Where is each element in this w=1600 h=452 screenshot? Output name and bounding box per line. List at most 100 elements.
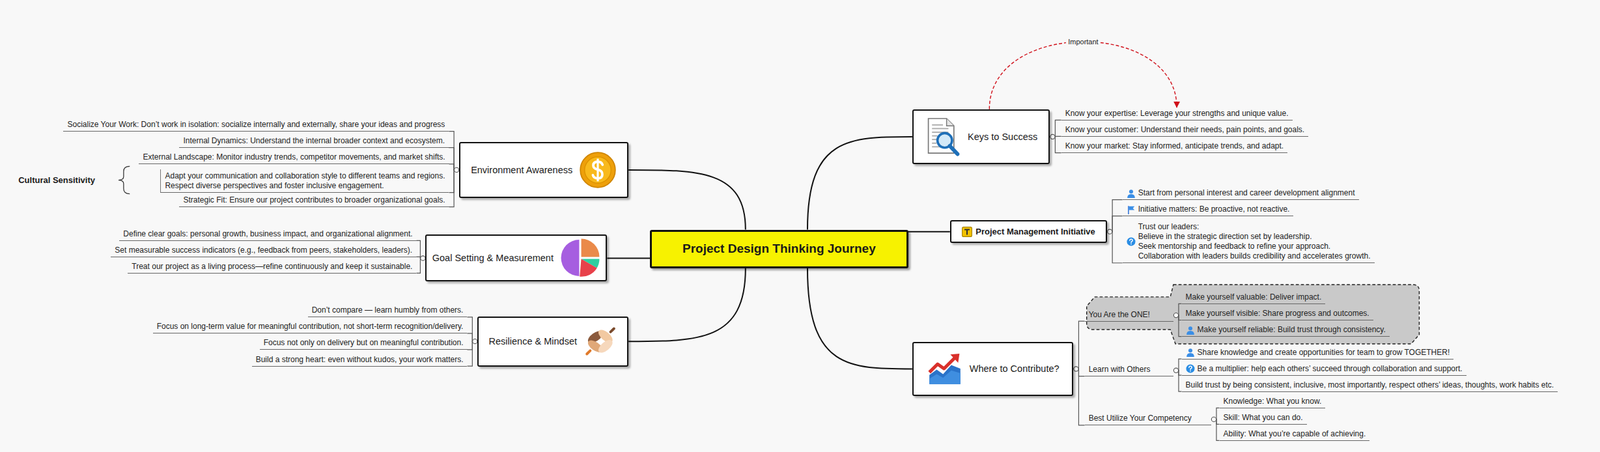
topic-text: Best Utilize Your Competency: [1088, 413, 1192, 424]
branch-line: [1107, 231, 1123, 264]
branch-line: [449, 169, 460, 208]
topic-icon: [578, 151, 617, 189]
subtopic: Focus not only on delivery but on meanin…: [259, 337, 468, 350]
subtopic: Initiative matters: Be proactive, not re…: [1122, 203, 1294, 217]
branch-line: [628, 268, 746, 342]
collapse-dot: [1173, 312, 1179, 318]
branch-line: [416, 240, 426, 258]
summary-label: Cultural Sensitivity: [18, 175, 96, 185]
group-boundary: [1086, 284, 1420, 344]
main-topic: Resilience & Mindset: [477, 316, 629, 367]
subtopic: Build a strong heart: even without kudos…: [252, 354, 468, 367]
collapse-dot: [1050, 134, 1055, 139]
subtopic: Knowledge: What you know.: [1219, 395, 1326, 409]
main-topic: Keys to Success: [912, 109, 1051, 165]
subtopic: Adapt your communication and collaborati…: [160, 169, 449, 193]
collapse-dot: [1107, 229, 1113, 234]
topic-text: Know your market: Stay informed, anticip…: [1065, 141, 1285, 152]
branch-line: [1107, 199, 1123, 232]
topic-text: Be a multiplier: help each others’ succe…: [1197, 364, 1463, 374]
topic-text: Resilience & Mindset: [489, 336, 577, 347]
branch-line: [1211, 419, 1220, 441]
relationship-arrow: [989, 41, 1177, 110]
topic-text: Set measurable success indicators (e.g.,…: [114, 245, 413, 256]
branch-line: [1073, 321, 1085, 369]
topic-icon: [1185, 325, 1195, 335]
branch-line: [628, 169, 746, 230]
topic-text: Make yourself valuable: Deliver impact.: [1185, 292, 1322, 303]
subtopic: External Landscape: Monitor industry tre…: [138, 151, 449, 165]
subtopic: Best Utilize Your Competency: [1084, 412, 1212, 426]
topic-text: Believe in the strategic direction set b…: [1138, 231, 1371, 242]
branch-line: [606, 257, 650, 259]
subtopic: Treat our project as a living process—re…: [127, 261, 417, 274]
subtopic: Don’t compare — learn humbly from others…: [308, 304, 468, 318]
subtopic: Socialize Your Work: Don’t work in isola…: [63, 119, 449, 132]
collapse-dot: [420, 255, 426, 261]
topic-icon: [1185, 347, 1195, 357]
collapse-dot: [1173, 367, 1179, 373]
topic-text: Treat our project as a living process—re…: [131, 261, 413, 272]
branch-line: [807, 268, 913, 369]
central-topic: Project Design Thinking Journey: [649, 229, 908, 269]
topic-text: Initiative matters: Be proactive, not re…: [1138, 204, 1291, 215]
topic-text: Keys to Success: [967, 131, 1038, 142]
topic-text: Start from personal interest and career …: [1138, 188, 1356, 198]
subtopic: Internal Dynamics: Understand the intern…: [179, 135, 449, 148]
topic-text: Make yourself reliable: Build trust thro…: [1197, 324, 1386, 335]
main-topic: Environment Awareness: [459, 141, 629, 198]
topic-icon: [1126, 237, 1136, 247]
branch-line: [807, 136, 913, 230]
topic-text: Ability: What you’re capable of achievin…: [1223, 429, 1367, 439]
subtopic: Make yourself visible: Share progress an…: [1181, 308, 1374, 321]
branch-line: [908, 231, 951, 233]
topic-text: Make yourself visible: Share progress an…: [1185, 308, 1370, 319]
subtopic: Focus on long-term value for meaningful …: [153, 321, 468, 334]
topic-text: Where to Contribute?: [969, 363, 1060, 374]
topic-text: External Landscape: Monitor industry tre…: [142, 152, 445, 163]
topic-text: Trust our leaders:: [1138, 222, 1371, 232]
branch-line: [466, 317, 478, 342]
branch-line: [1173, 370, 1182, 393]
topic-icon: [1126, 188, 1136, 198]
topic-text: Focus on long-term value for meaningful …: [156, 321, 464, 332]
topic-icon: [560, 237, 601, 279]
topic-text: Adapt your communication and collaborati…: [164, 171, 445, 182]
topic-icon: [1185, 364, 1195, 374]
branch-line: [448, 147, 460, 170]
topic-text: Respect diverse perspectives and foster …: [164, 181, 445, 191]
subtopic: Ability: What you’re capable of achievin…: [1219, 428, 1371, 441]
topic-text: Build a strong heart: even without kudos…: [255, 354, 464, 365]
subtopic: Define clear goals: personal growth, bus…: [119, 228, 417, 241]
topic-text: Project Design Thinking Journey: [682, 241, 876, 256]
main-topic: Goal Setting & Measurement: [425, 234, 607, 282]
subtopic: Build trust by being consistent, inclusi…: [1181, 379, 1559, 393]
subtopic: Trust our leaders:Believe in the strateg…: [1122, 221, 1375, 264]
topic-icon: [924, 116, 962, 157]
topic-text: You Are the ONE!: [1088, 309, 1151, 320]
subtopic: You Are the ONE!: [1084, 309, 1174, 322]
subtopic: Be a multiplier: help each others’ succe…: [1181, 363, 1467, 376]
subtopic: Strategic Fit: Ensure our project contri…: [179, 194, 449, 208]
collapse-dot: [472, 339, 478, 344]
topic-text: Skill: What you can do.: [1223, 412, 1304, 423]
topic-text: Learn with Others: [1088, 364, 1151, 375]
branch-line: [1173, 315, 1182, 337]
relationship-label: Important: [1066, 37, 1100, 46]
topic-text: Collaboration with leaders builds credib…: [1138, 251, 1371, 262]
branch-line: [1073, 368, 1085, 425]
collapse-dot: [454, 167, 460, 172]
topic-text: Seek mentorship and feedback to refine y…: [1138, 241, 1371, 252]
summary-bracket: [118, 166, 130, 194]
subtopic: Start from personal interest and career …: [1122, 187, 1360, 200]
topic-text: Don’t compare — learn humbly from others…: [311, 305, 464, 316]
subtopic: Make yourself valuable: Deliver impact.: [1181, 291, 1326, 305]
subtopic: Share knowledge and create opportunities…: [1181, 347, 1455, 360]
main-topic: Where to Contribute?: [912, 341, 1074, 396]
topic-text: Goal Setting & Measurement: [432, 252, 554, 264]
subtopic: Learn with Others: [1084, 364, 1174, 377]
main-topic: Project Management Initiative: [950, 220, 1108, 243]
topic-text: Strategic Fit: Ensure our project contri…: [182, 195, 445, 206]
subtopic: Make yourself reliable: Build trust thro…: [1181, 324, 1390, 337]
subtopic: Know your market: Stay informed, anticip…: [1061, 140, 1289, 154]
